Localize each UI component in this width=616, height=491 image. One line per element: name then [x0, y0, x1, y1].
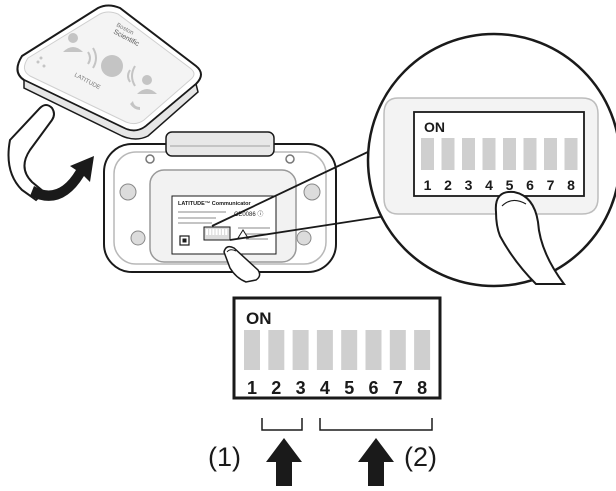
- communicator-front-view: Boston Scientific LATITUDE: [16, 4, 202, 140]
- switch-number-2: 2: [271, 378, 281, 398]
- group2-arrow-icon: [358, 438, 394, 486]
- group2-label: (2): [404, 442, 437, 472]
- switch-number-4: 4: [320, 378, 330, 398]
- switch-number-8: 8: [417, 378, 427, 398]
- phone-handset-icon: [130, 101, 140, 110]
- finger-press-icon: [494, 190, 566, 285]
- switch-lever-1: [421, 138, 434, 170]
- qr-code-icon: [179, 235, 190, 246]
- group1-arrow-icon: [266, 438, 302, 486]
- label-ce-mark: CE0086 ⓘ: [234, 210, 263, 218]
- switch-number-6: 6: [526, 177, 534, 193]
- switch-lever-7: [389, 330, 406, 370]
- switch-lever-8: [414, 330, 431, 370]
- patient-person-icon: [63, 33, 83, 52]
- switch-number-3: 3: [465, 177, 473, 193]
- heart-center-icon: [101, 55, 123, 77]
- rubber-foot-left: [119, 183, 137, 201]
- screw-top-left-icon: [145, 154, 155, 164]
- switch-group-indicators: (1) (2): [208, 418, 437, 486]
- rubber-foot-bottom-left: [130, 230, 146, 246]
- switch-lever-3: [462, 138, 475, 170]
- switch-lever-4: [482, 138, 496, 170]
- switch-number-6: 6: [368, 378, 378, 398]
- switch-number-3: 3: [296, 378, 306, 398]
- switch-lever-1: [244, 330, 260, 370]
- flip-indicator: [7, 104, 94, 202]
- switch-number-5: 5: [344, 378, 354, 398]
- switch-lever-2: [441, 138, 455, 170]
- group1-bracket: [261, 418, 303, 431]
- finger-small-icon: [223, 245, 261, 283]
- screw-top-right-icon: [285, 154, 295, 164]
- communicator-back-view: LATITUDE™ Communicator CE0086 ⓘ: [103, 131, 337, 283]
- wireless-waves-right-icon: [127, 65, 136, 87]
- switch-number-4: 4: [485, 177, 493, 193]
- label-fine-print: [178, 211, 270, 240]
- rubber-foot-right: [303, 183, 321, 201]
- back-top-clip: [165, 131, 275, 157]
- label-title: LATITUDE™ Communicator: [178, 201, 251, 207]
- switch-lever-7: [544, 138, 557, 170]
- switch-lever-5: [341, 330, 358, 370]
- switch-number-7: 7: [393, 378, 403, 398]
- dots-icon: [36, 56, 46, 68]
- group2-bracket: [319, 418, 433, 431]
- group1-label: (1): [208, 442, 241, 472]
- small-dip-switch-levers: [206, 229, 228, 235]
- zoom-on-label: ON: [424, 119, 445, 135]
- switch-lever-8: [564, 138, 578, 170]
- switch-lever-6: [365, 330, 382, 370]
- switch-lever-3: [292, 330, 309, 370]
- switch-number-1: 1: [424, 177, 432, 193]
- main-switch-levers: [244, 330, 431, 370]
- main-on-label: ON: [246, 309, 272, 328]
- flip-arrow-icon: [30, 156, 94, 201]
- rubber-foot-bottom-right: [296, 230, 312, 246]
- switch-lever-5: [503, 138, 516, 170]
- zoom-callout-lines: [211, 149, 387, 241]
- wireless-waves-left-icon: [87, 47, 97, 69]
- switch-number-8: 8: [567, 177, 575, 193]
- switch-number-2: 2: [444, 177, 452, 193]
- switch-number-1: 1: [247, 378, 257, 398]
- switch-number-5: 5: [506, 177, 514, 193]
- switch-number-7: 7: [547, 177, 555, 193]
- switch-lever-6: [523, 138, 537, 170]
- switch-lever-4: [316, 330, 333, 370]
- zoom-switch-levers: [421, 138, 578, 170]
- switch-lever-2: [268, 330, 285, 370]
- doctor-person-icon: [137, 75, 157, 94]
